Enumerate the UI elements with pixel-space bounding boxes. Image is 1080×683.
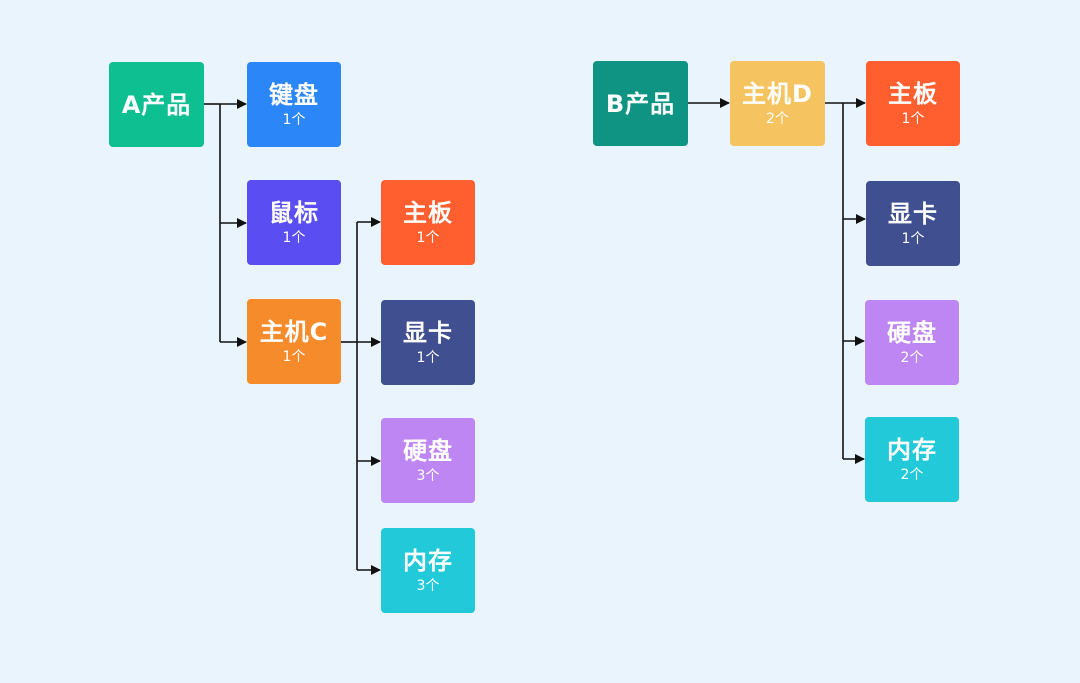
- tree-b-host-qty: 2个: [766, 110, 789, 127]
- tree-b-gpu-label: 显卡: [888, 199, 938, 228]
- tree-a-host-node[interactable]: 主机C 1个: [247, 299, 341, 384]
- tree-b-disk-node[interactable]: 硬盘 2个: [865, 300, 959, 385]
- tree-b-memory-qty: 2个: [900, 466, 924, 483]
- tree-b-gpu-qty: 1个: [901, 230, 925, 247]
- tree-a-root-connectors: [204, 99, 247, 347]
- tree-a-motherboard-qty: 1个: [416, 229, 440, 246]
- tree-a-motherboard-label: 主板: [403, 198, 453, 227]
- tree-a-mouse-label: 鼠标: [269, 198, 319, 227]
- tree-a-keyboard-qty: 1个: [282, 111, 306, 128]
- tree-b-disk-label: 硬盘: [887, 318, 937, 347]
- tree-b-memory-label: 内存: [887, 435, 937, 464]
- tree-b-disk-qty: 2个: [900, 349, 924, 366]
- tree-a-gpu-node[interactable]: 显卡 1个: [381, 300, 475, 385]
- tree-b-root-node[interactable]: B产品: [593, 61, 688, 146]
- tree-a-memory-label: 内存: [403, 546, 453, 575]
- tree-a-keyboard-label: 键盘: [269, 80, 319, 109]
- tree-a-memory-node[interactable]: 内存 3个: [381, 528, 475, 613]
- tree-a-gpu-label: 显卡: [403, 318, 453, 347]
- tree-b-host-node[interactable]: 主机D 2个: [730, 61, 825, 146]
- tree-a-motherboard-node[interactable]: 主板 1个: [381, 180, 475, 265]
- tree-b-motherboard-qty: 1个: [901, 110, 925, 127]
- tree-b-memory-node[interactable]: 内存 2个: [865, 417, 959, 502]
- tree-a-disk-qty: 3个: [416, 467, 440, 484]
- tree-a-mouse-node[interactable]: 鼠标 1个: [247, 180, 341, 265]
- tree-b-motherboard-node[interactable]: 主板 1个: [866, 61, 960, 146]
- tree-b-host-label: 主机D: [742, 79, 813, 108]
- tree-a-root-label: A产品: [121, 90, 192, 119]
- tree-a-host-label: 主机C: [259, 317, 329, 346]
- tree-a-host-qty: 1个: [282, 348, 306, 365]
- tree-a-gpu-qty: 1个: [416, 349, 440, 366]
- tree-b-motherboard-label: 主板: [888, 79, 938, 108]
- tree-b-root-label: B产品: [605, 89, 676, 118]
- tree-a-mouse-qty: 1个: [282, 229, 306, 246]
- tree-b-gpu-node[interactable]: 显卡 1个: [866, 181, 960, 266]
- tree-a-disk-label: 硬盘: [403, 436, 453, 465]
- tree-a-memory-qty: 3个: [416, 577, 440, 594]
- tree-a-disk-node[interactable]: 硬盘 3个: [381, 418, 475, 503]
- tree-a-root-node[interactable]: A产品: [109, 62, 204, 147]
- tree-b-host-connectors: [825, 98, 866, 464]
- tree-a-host-connectors: [341, 217, 381, 575]
- tree-a-keyboard-node[interactable]: 键盘 1个: [247, 62, 341, 147]
